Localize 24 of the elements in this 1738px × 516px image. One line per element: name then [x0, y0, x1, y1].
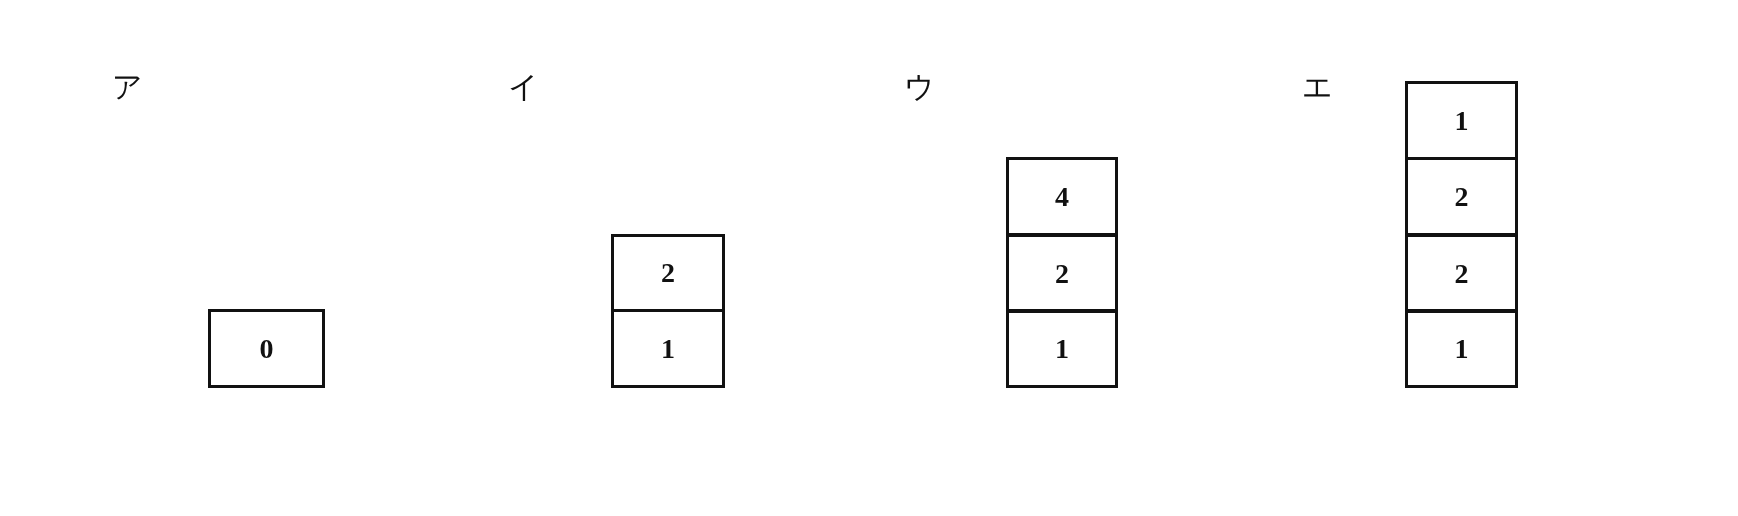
option-label: イ [508, 72, 539, 102]
option-label: ウ [904, 72, 935, 102]
cell-number: 2 [1454, 180, 1469, 213]
table-cell [1006, 234, 1118, 313]
table-cell [208, 309, 325, 388]
option-label: ア [112, 72, 143, 102]
cell-number: 1 [661, 332, 675, 365]
cell-number: 2 [1454, 257, 1469, 290]
cell-number: 0 [259, 332, 274, 365]
table-cell [1006, 157, 1118, 236]
table-cell [1006, 309, 1118, 388]
table-cell [611, 234, 725, 312]
cell-number: 1 [1454, 104, 1469, 137]
table-cell [1405, 234, 1518, 313]
cell-number: 1 [1454, 332, 1469, 365]
cell-number: 4 [1055, 180, 1069, 213]
table-cell [1405, 309, 1518, 388]
table-cell [1405, 81, 1518, 160]
table-cell [1405, 157, 1518, 236]
option-label: エ [1302, 72, 1333, 102]
cell-number: 2 [661, 257, 675, 289]
table-cell [611, 309, 725, 388]
cell-number: 2 [1055, 257, 1069, 290]
cell-number: 1 [1055, 332, 1069, 365]
